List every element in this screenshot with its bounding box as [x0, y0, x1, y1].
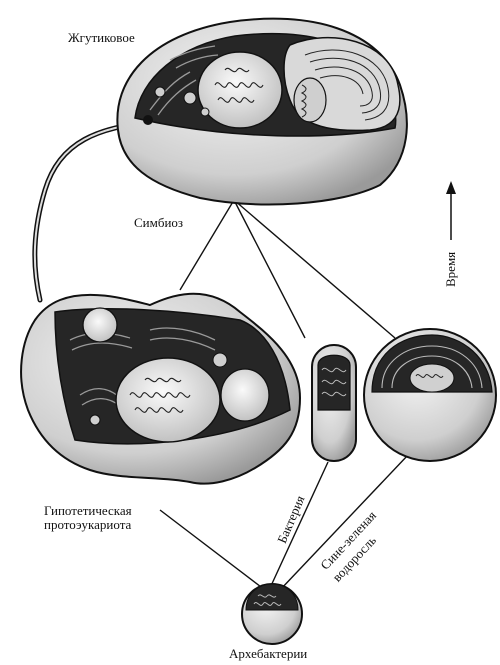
bacterium-cell	[311, 344, 357, 462]
label-symbiosis: Симбиоз	[134, 215, 184, 230]
protoeukaryote-cell	[20, 292, 302, 485]
label-time: Время	[443, 251, 458, 287]
label-protoeukaryote-line1: Гипотетическая	[44, 503, 132, 518]
time-arrow	[446, 181, 456, 240]
label-protoeukaryote-line2: протоэукариота	[44, 517, 132, 532]
label-archaebacteria: Архебактерии	[229, 646, 308, 661]
connector-lines	[159, 199, 409, 591]
archaebacteria-cell	[241, 583, 303, 645]
label-flagellate: Жгутиковое	[68, 30, 135, 45]
blue-green-alga-cell	[363, 328, 497, 462]
flagellate-cell	[32, 17, 408, 303]
